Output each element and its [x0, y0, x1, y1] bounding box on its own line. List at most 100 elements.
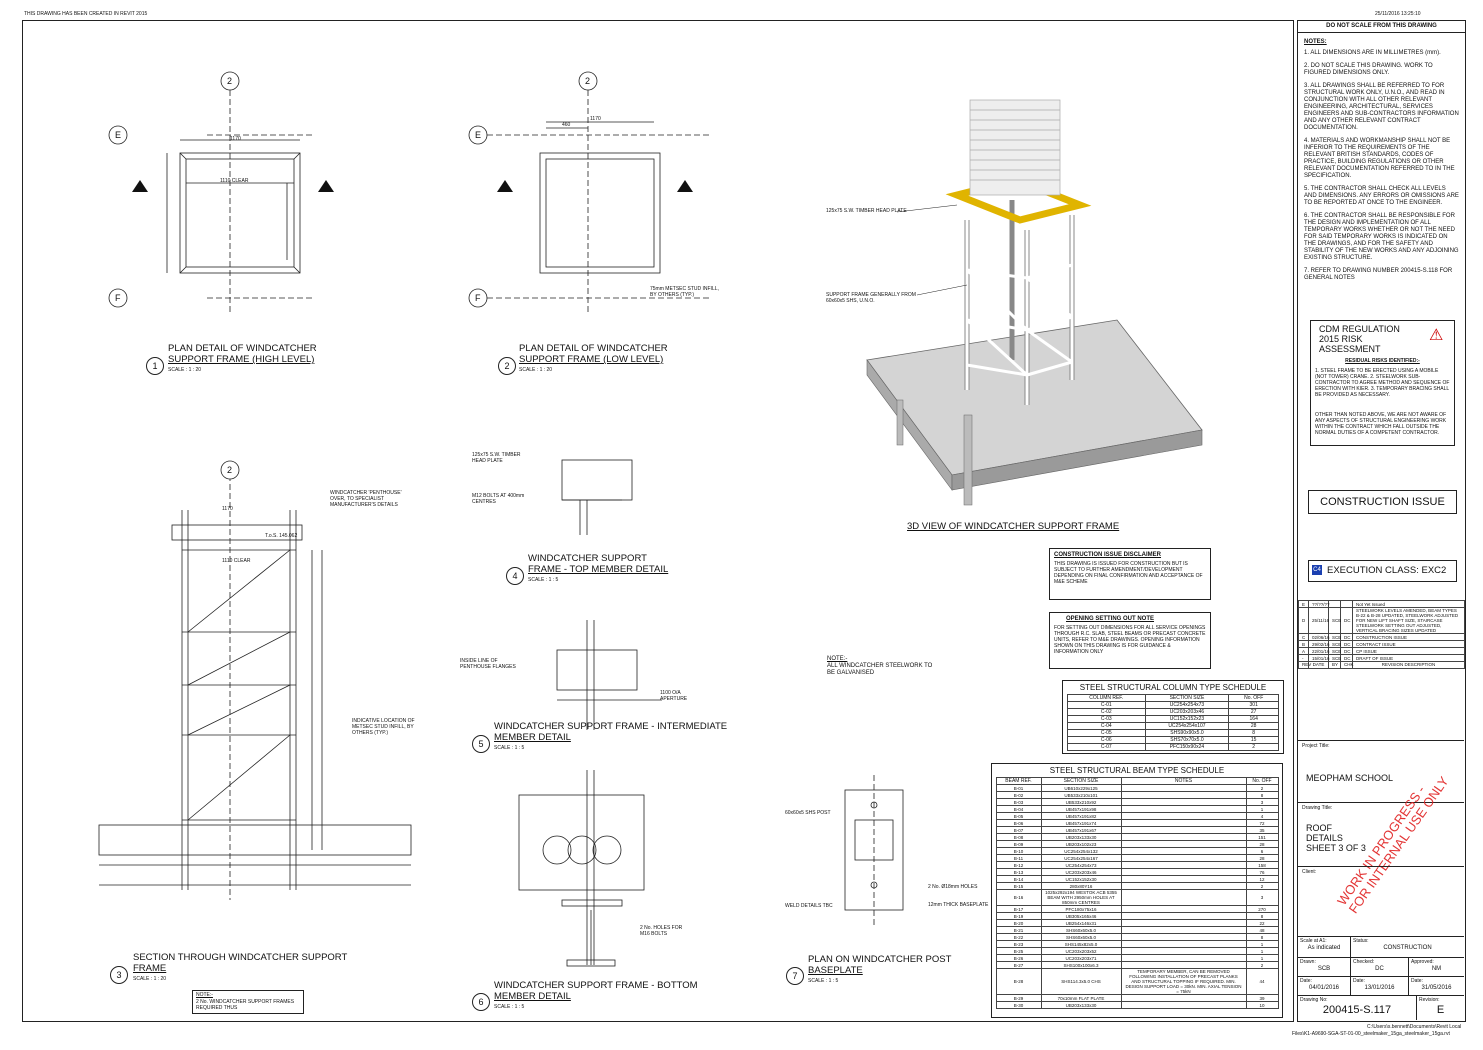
scale-value: As indicated: [1307, 945, 1341, 951]
date-label-1: Date:: [1300, 978, 1312, 984]
table-cell: -: [1298, 654, 1309, 662]
client-section: Client:: [1298, 866, 1464, 937]
cdm-title: CDM REGULATION 2015 RISK ASSESSMENT: [1319, 324, 1400, 354]
exc-badge: C4: [1312, 565, 1322, 575]
table-cell: [1120, 940, 1247, 948]
disclaimer-body: THIS DRAWING IS ISSUED FOR CONSTRUCTION …: [1054, 561, 1203, 585]
table-cell: DC: [1340, 640, 1353, 648]
grid-label-e: E: [115, 130, 122, 140]
table-cell: [1120, 905, 1247, 913]
table-cell: DC: [1340, 633, 1353, 641]
table-header: CHK: [1340, 661, 1354, 669]
drawing-number: 200415-S.117: [1322, 1004, 1392, 1016]
note-item: 5. THE CONTRACTOR SHALL CHECK ALL LEVELS…: [1304, 186, 1459, 206]
table-cell: 12: [1245, 875, 1279, 883]
table-cell: 76: [1245, 868, 1279, 876]
view-scale-1: SCALE : 1 : 20: [168, 367, 202, 373]
table-cell: B-03: [995, 798, 1042, 806]
checked-label: Checked:: [1353, 959, 1375, 965]
table-cell: UB203x133x30: [1040, 1001, 1122, 1009]
view-number-3: 3: [110, 966, 128, 984]
table-cell: [1120, 994, 1247, 1002]
client-label: Client:: [1302, 869, 1317, 875]
table-cell: [1120, 805, 1247, 813]
table-cell: 1: [1245, 940, 1279, 948]
note-stud-infill: INDICATIVE LOCATION OF METSEC STUD INFIL…: [352, 718, 415, 736]
note-galvanised: NOTE:- ALL WINDCATCHER STEELWORK TO BE G…: [827, 656, 937, 677]
notes-heading: NOTES:: [1304, 39, 1327, 45]
table-cell: UC152x152x23: [1144, 715, 1230, 723]
project-title: MEOPHAM SCHOOL: [1306, 773, 1394, 783]
view-title-1b: SUPPORT FRAME (HIGH LEVEL): [168, 354, 315, 365]
table-cell: SHS60x60x5.0: [1040, 933, 1122, 941]
drawing-title: ROOF DETAILS SHEET 3 OF 3: [1298, 813, 1464, 853]
file-path-2: Files\K1-A9690-SGA-ST-01-00_steelmaker_1…: [1292, 1031, 1450, 1037]
table-cell: CONSTRUCTION ISSUE: [1352, 633, 1465, 641]
table-cell: UC254x254x73: [1040, 861, 1122, 869]
table-cell: 10: [1245, 1001, 1279, 1009]
note-timber-head-4: 125x75 S.W. TIMBER HEAD PLATE: [472, 452, 521, 464]
opening-note-title: OPENING SETTING OUT NOTE: [1066, 616, 1155, 622]
table-cell: DRAFT OF ISSUE: [1352, 654, 1465, 662]
table-cell: DC: [1340, 647, 1353, 655]
table-cell: [1120, 847, 1247, 855]
cdm-box: CDM REGULATION 2015 RISK ASSESSMENT ⚠ RE…: [1310, 320, 1455, 446]
drawing-title-l1: ROOF: [1306, 823, 1332, 833]
tos-level: T.o.S. 145.062: [265, 533, 298, 539]
table-cell: 15: [1228, 736, 1279, 744]
table-cell: [1120, 875, 1247, 883]
table-cell: UB457x191x67: [1040, 826, 1122, 834]
table-cell: 1: [1245, 947, 1279, 955]
table-cell: UC254x254x167: [1040, 854, 1122, 862]
note-galv-text: ALL WINDCATCHER STEELWORK TO BE GALVANIS…: [827, 663, 933, 676]
table-cell: D: [1298, 607, 1309, 634]
file-path-1: C:\Users\s.bennett\Documents\Revit Local: [1367, 1024, 1462, 1030]
date-1: 04/01/2016: [1308, 985, 1340, 991]
do-not-scale: DO NOT SCALE FROM THIS DRAWING: [1298, 21, 1465, 33]
warning-icon: ⚠: [1429, 327, 1444, 344]
opening-note-box: OPENING SETTING OUT NOTE FOR SETTING OUT…: [1049, 612, 1211, 669]
table-cell: [1120, 861, 1247, 869]
table-cell: [1120, 947, 1247, 955]
dim-1170: 1170: [230, 136, 241, 142]
table-cell: B-19: [995, 912, 1042, 920]
dim-460: 460: [562, 122, 571, 128]
table-cell: SHS114.3x5.0 CHS: [1040, 968, 1122, 995]
table-cell: [1120, 882, 1247, 890]
column-schedule: STEEL STRUCTURAL COLUMN TYPE SCHEDULE CO…: [1062, 680, 1284, 754]
note-aperture: 1100 O/A APERTURE: [660, 690, 688, 702]
table-cell: DC: [1340, 654, 1353, 662]
note-m16: 2 No. HOLES FOR M16 BOLTS: [640, 925, 683, 937]
table-cell: DC: [1340, 607, 1353, 634]
view-scale-7: SCALE : 1 : 5: [808, 978, 839, 984]
view-scale-6: SCALE : 1 : 5: [494, 1004, 525, 1010]
view-number-4: 4: [506, 567, 524, 585]
table-cell: 44: [1245, 968, 1279, 995]
table-cell: 8: [1245, 933, 1279, 941]
table-cell: UB457x191x82: [1040, 812, 1122, 820]
table-cell: 29/02/16: [1308, 640, 1330, 648]
note-baseplate: 12mm THICK BASEPLATE: [928, 902, 989, 908]
table-cell: B-09: [995, 840, 1042, 848]
date-label-2: Date:: [1353, 978, 1365, 984]
scale-label: Scale at A1:: [1300, 938, 1327, 944]
